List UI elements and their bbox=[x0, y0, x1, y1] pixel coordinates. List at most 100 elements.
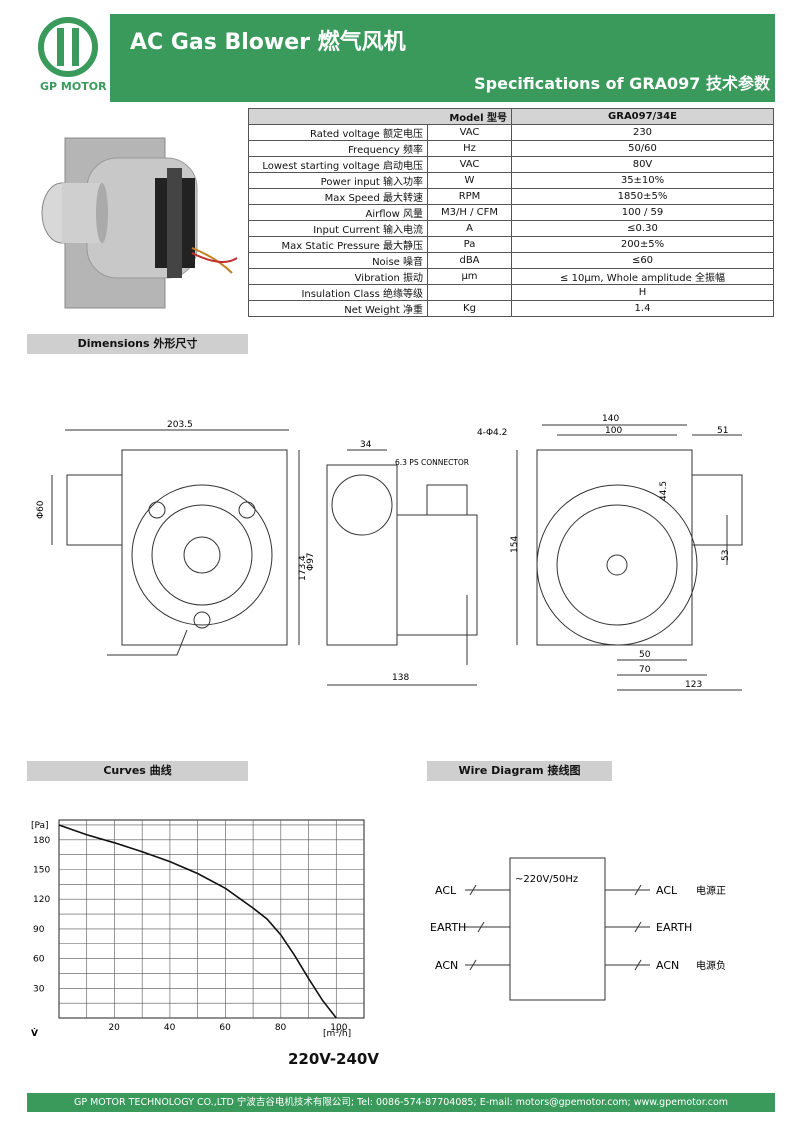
spec-label: Vibration 振动 bbox=[248, 268, 428, 285]
dim-34: 34 bbox=[360, 440, 372, 450]
spec-unit bbox=[427, 284, 512, 301]
dim-connector: 6.3 PS CONNECTOR bbox=[395, 458, 469, 467]
spec-label: Airflow 风量 bbox=[248, 204, 428, 221]
spec-value: 230 bbox=[511, 124, 774, 141]
wire-left-acn: ACN bbox=[435, 959, 458, 972]
wire-right-acn-cn: 电源负 bbox=[696, 959, 726, 972]
dim-70: 70 bbox=[639, 665, 651, 675]
spec-value: ≤60 bbox=[511, 252, 774, 269]
wire-right-earth: EARTH bbox=[656, 921, 692, 934]
curves-heading: Curves 曲线 bbox=[27, 761, 248, 781]
spec-value: ≤ 10µm, Whole amplitude 全振幅 bbox=[511, 268, 774, 285]
curve-xtick: 60 bbox=[219, 1023, 231, 1033]
curve-frame bbox=[58, 819, 365, 1019]
curve-ytick: 180 bbox=[33, 836, 50, 846]
spec-value: 1850±5% bbox=[511, 188, 774, 205]
spec-unit: M3/H / CFM bbox=[427, 204, 512, 221]
curve-xtick: 80 bbox=[275, 1023, 287, 1033]
spec-unit: µm bbox=[427, 268, 512, 285]
dim-138: 138 bbox=[392, 673, 409, 683]
dim-123: 123 bbox=[685, 680, 702, 690]
curve-xtick: 40 bbox=[164, 1023, 176, 1033]
voltage-label: 220V-240V bbox=[288, 1050, 379, 1068]
spec-label: Rated voltage 额定电压 bbox=[248, 124, 428, 141]
dim-203: 203.5 bbox=[167, 420, 193, 430]
dim-phi60: Φ60 bbox=[36, 500, 46, 519]
spec-row: Insulation Class 绝缘等级 H bbox=[248, 284, 774, 301]
spec-header-value: GRA097/34E bbox=[511, 108, 774, 125]
curve-line bbox=[58, 824, 337, 1019]
spec-value: 200±5% bbox=[511, 236, 774, 253]
page-subtitle: Specifications of GRA097 技术参数 bbox=[474, 74, 770, 93]
dim-phi97: Φ97 bbox=[306, 552, 316, 571]
spec-unit: dBA bbox=[427, 252, 512, 269]
spec-unit: Hz bbox=[427, 140, 512, 157]
wire-heading: Wire Diagram 接线图 bbox=[427, 761, 612, 781]
curve-axis-symbol: V̇ bbox=[31, 1027, 38, 1039]
spec-value: H bbox=[511, 284, 774, 301]
dim-140: 140 bbox=[602, 414, 619, 424]
curve-ytick: 90 bbox=[33, 925, 45, 935]
spec-label: Noise 噪音 bbox=[248, 252, 428, 269]
dim-51: 51 bbox=[717, 426, 728, 436]
logo bbox=[27, 14, 109, 102]
spec-unit: VAC bbox=[427, 124, 512, 141]
curve-ytick: 150 bbox=[33, 866, 50, 876]
spec-label: Power input 输入功率 bbox=[248, 172, 428, 189]
spec-label: Input Current 输入电流 bbox=[248, 220, 428, 237]
performance-curve: 20 40 60 80 100 30 60 90 120 150 180 [Pa] [m³/h] V… bbox=[27, 812, 377, 1047]
spec-label: Net Weight 净重 bbox=[248, 300, 428, 317]
dim-173: 173.4 bbox=[298, 555, 308, 581]
spec-header-row: Model 型号 GRA097/34E bbox=[248, 108, 774, 125]
spec-unit: Pa bbox=[427, 236, 512, 253]
dim-holes: 4-Φ4.2 bbox=[477, 428, 507, 438]
dimensions-heading: Dimensions 外形尺寸 bbox=[27, 334, 248, 354]
curve-ytick: 60 bbox=[33, 955, 45, 965]
curve-xtick: 100 bbox=[330, 1023, 347, 1033]
footer: GP MOTOR TECHNOLOGY CO.,LTD 宁波吉谷电机技术有限公司… bbox=[27, 1093, 775, 1112]
logo-text: GP MOTOR bbox=[40, 80, 107, 93]
dim-50: 50 bbox=[639, 650, 651, 660]
spec-value: 100 / 59 bbox=[511, 204, 774, 221]
spec-value: 80V bbox=[511, 156, 774, 173]
product-photo bbox=[27, 108, 247, 328]
dimension-drawing: 203.5 Φ60 173.4 Φ97 34 6.3 PS CONNECTOR … bbox=[27, 405, 775, 705]
spec-label: Lowest starting voltage 启动电压 bbox=[248, 156, 428, 173]
wire-right-acl: ACL bbox=[656, 884, 678, 897]
spec-unit: A bbox=[427, 220, 512, 237]
spec-label: Frequency 频率 bbox=[248, 140, 428, 157]
spec-unit: VAC bbox=[427, 156, 512, 173]
spec-unit: RPM bbox=[427, 188, 512, 205]
spec-value: 35±10% bbox=[511, 172, 774, 189]
curve-ytick: 30 bbox=[33, 984, 45, 994]
spec-unit: W bbox=[427, 172, 512, 189]
spec-value: 1.4 bbox=[511, 300, 774, 317]
dim-53: 53 bbox=[721, 550, 731, 561]
spec-unit: Kg bbox=[427, 300, 512, 317]
dim-154: 154 bbox=[510, 536, 520, 553]
curve-xtick: 20 bbox=[108, 1023, 120, 1033]
spec-label: Max Static Pressure 最大静压 bbox=[248, 236, 428, 253]
spec-value: 50/60 bbox=[511, 140, 774, 157]
curve-xlabel: [m³/h] bbox=[323, 1029, 351, 1039]
wire-right-acl-cn: 电源正 bbox=[696, 884, 726, 897]
spec-header-label: Model 型号 bbox=[248, 108, 512, 125]
page-title: AC Gas Blower 燃气风机 bbox=[130, 30, 406, 55]
wire-box-label: ~220V/50Hz bbox=[515, 874, 578, 885]
spec-value: ≤0.30 bbox=[511, 220, 774, 237]
curve-ylabel: [Pa] bbox=[31, 821, 49, 831]
curve-ytick: 120 bbox=[33, 895, 50, 905]
spec-label: Insulation Class 绝缘等级 bbox=[248, 284, 428, 301]
wire-diagram: ~220V/50Hz ACL EARTH ACN ACL EARTH ACN 电… bbox=[420, 850, 760, 1010]
